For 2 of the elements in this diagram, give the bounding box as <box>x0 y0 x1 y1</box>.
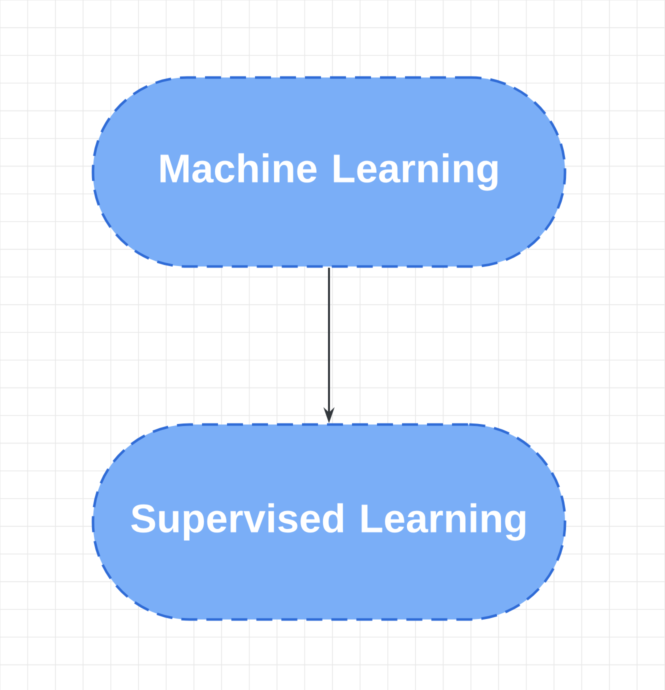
process-box: Machine Learning <box>92 76 566 268</box>
process-box: Supervised Learning <box>92 423 566 621</box>
